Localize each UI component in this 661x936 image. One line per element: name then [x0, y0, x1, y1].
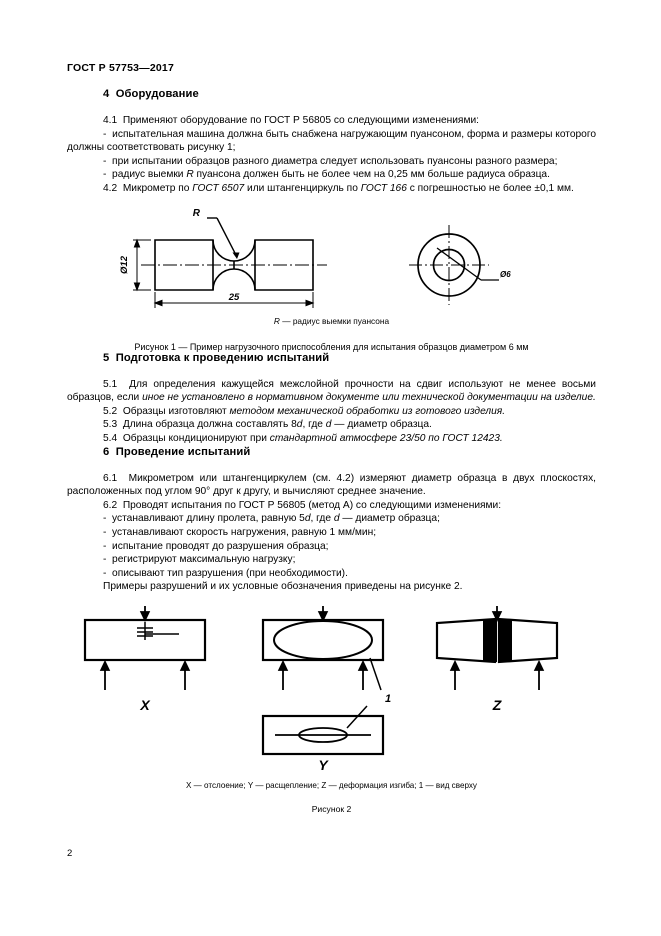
section-heading-4: 4 Оборудование	[103, 88, 596, 100]
figure-2-specimen-x: X	[83, 605, 207, 713]
figure-2-svg: X	[83, 605, 559, 771]
paragraph-4-1-a: - испытательная машина должна быть снабж…	[67, 128, 596, 154]
section-title-6: Проведение испытаний	[115, 445, 251, 458]
paragraph-6-2-d: - регистрируют максимальную нагрузку;	[103, 554, 296, 566]
paragraph-5-4: 5.4 Образцы кондиционируют при стандартн…	[103, 432, 503, 444]
figure-1-length-label: 25	[228, 292, 240, 303]
document-body: 4 Оборудование 4.1 Применяют оборудовани…	[67, 88, 596, 814]
section-number-5: 5	[103, 351, 110, 364]
figure-1-note: R — радиус выемки пуансона	[273, 315, 390, 326]
figure-2-drawing: X	[67, 605, 596, 771]
paragraph-4-1: 4.1 Применяют оборудование по ГОСТ Р 568…	[103, 115, 479, 126]
figure-2-label-x: X	[139, 697, 151, 713]
paragraph-6-2-a: - устанавливают длину пролета, равную 5d…	[103, 513, 440, 525]
paragraph-6-3: Примеры разрушений и их условные обознач…	[103, 581, 463, 593]
section-heading-5: 5 Подготовка к проведению испытаний	[103, 352, 596, 364]
figure-2-specimen-y: Y	[261, 705, 385, 771]
figure-1-svg: Ø12 25 R	[119, 208, 511, 308]
paragraph-5-3: 5.3 Длина образца должна составлять 8d, …	[103, 419, 432, 431]
figure-1-note-text: радиус выемки пуансона	[292, 315, 390, 326]
paragraph-4-2: 4.2 Микрометр по ГОСТ 6507 или штангенци…	[103, 182, 574, 194]
figure-2-specimen-z: Z	[435, 605, 559, 713]
figure-2-caption: Рисунок 2	[311, 803, 352, 814]
figure-2-label-1: 1	[385, 693, 391, 705]
standard-identifier: ГОСТ Р 57753—2017	[67, 62, 175, 74]
figure-1-diameter-label: Ø12	[119, 255, 130, 274]
section-title-5: Подготовка к проведению испытаний	[115, 351, 330, 364]
figure-2-label-z: Z	[492, 697, 502, 713]
figure-1-bore-label: Ø6	[500, 270, 511, 279]
figure-2-label-y: Y	[318, 757, 329, 771]
figure-2-specimen-split: 1	[261, 605, 391, 705]
paragraph-5-1: 5.1 Для определения кажущейся межслойной…	[67, 378, 596, 404]
paragraph-6-2-b: - устанавливают скорость нагружения, рав…	[103, 526, 377, 538]
paragraph-4-1-b: - при испытании образцов разного диаметр…	[103, 155, 558, 167]
figure-1-radius-label: R	[193, 208, 201, 219]
paragraph-4-1-c: - радиус выемки R пуансона должен быть н…	[103, 169, 550, 181]
paragraph-6-2-c: - испытание проводят до разрушения образ…	[103, 540, 329, 552]
figure-2-note: X — отслоение; Y — расщепление; Z — дефо…	[186, 780, 477, 790]
figure-1-note-symbol: R	[273, 315, 280, 326]
paragraph-6-1: 6.1 Микрометром или штангенциркулем (см.…	[67, 472, 596, 498]
paragraph-5-2: 5.2 Образцы изготовляют методом механиче…	[103, 405, 506, 417]
paragraph-6-2: 6.2 Проводят испытания по ГОСТ Р 56805 (…	[103, 499, 502, 511]
page-number: 2	[67, 848, 73, 859]
section-title-4: Оборудование	[115, 88, 199, 100]
paragraph-6-2-e: - описывают тип разрушения (при необходи…	[103, 567, 348, 579]
figure-1-caption: Рисунок 1 — Пример нагрузочного приспосо…	[134, 341, 529, 352]
section-number-6: 6	[103, 445, 110, 458]
section-heading-6: 6 Проведение испытаний	[103, 446, 596, 458]
section-number-4: 4	[103, 88, 110, 100]
figure-1-drawing: Ø12 25 R	[67, 204, 596, 312]
